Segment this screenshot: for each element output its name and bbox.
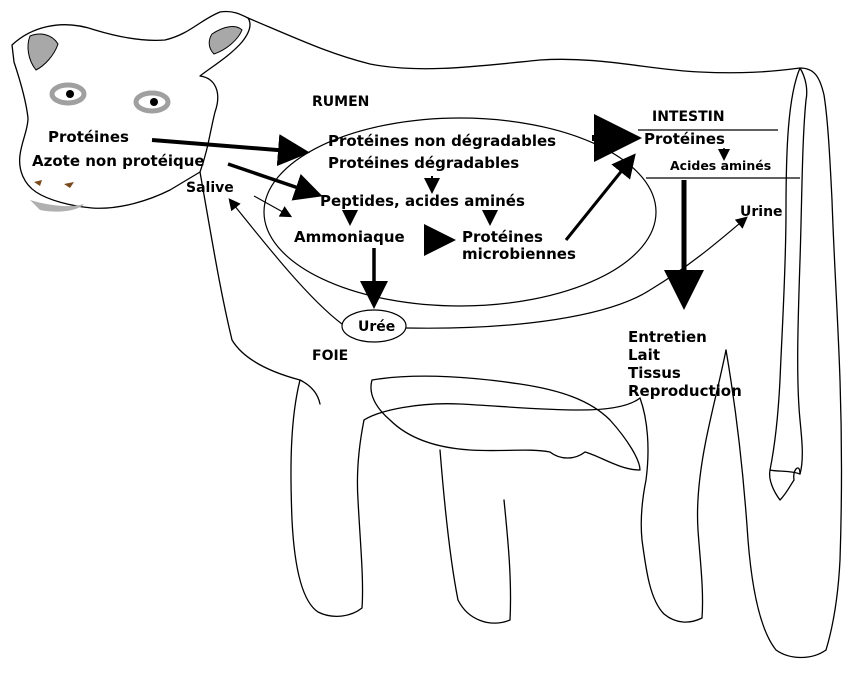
label-proteines-degradables: Protéines dégradables (328, 154, 519, 172)
label-azote-non-proteique: Azote non protéique (32, 152, 205, 170)
nostril-left (34, 180, 42, 186)
right-ear (209, 27, 242, 54)
label-acides-amines: Acides aminés (670, 158, 771, 173)
arrow-azote-to-peptides (228, 164, 316, 194)
label-proteines-microbiennes-2: microbiennes (462, 245, 576, 263)
arrow-proteines-to-rumen (152, 140, 302, 152)
arrow-salive-to-rumen (254, 196, 290, 216)
output-entretien: Entretien (628, 328, 707, 346)
arrow-uree-to-salive (230, 200, 342, 324)
label-intestin-proteines: Protéines (644, 130, 725, 148)
label-salive: Salive (186, 180, 234, 196)
output-tissus: Tissus (628, 364, 681, 382)
label-proteines-input: Protéines (48, 128, 129, 146)
arrow-microbiennes-to-intestin (566, 158, 632, 240)
left-ear (28, 34, 58, 70)
label-urine: Urine (740, 204, 783, 220)
label-rumen: RUMEN (312, 94, 369, 110)
output-reproduction: Reproduction (628, 382, 742, 400)
label-proteines-microbiennes-1: Protéines (462, 228, 543, 246)
label-uree: Urée (358, 319, 395, 335)
label-foie: FOIE (312, 348, 348, 364)
label-intestin: INTESTIN (652, 109, 725, 125)
label-peptides-acides-amines: Peptides, acides aminés (320, 192, 525, 210)
label-ammoniaque: Ammoniaque (294, 228, 405, 246)
label-proteines-non-degradables: Protéines non dégradables (328, 132, 556, 150)
output-lait: Lait (628, 346, 660, 364)
nostril-right (64, 182, 74, 188)
arrow-uree-to-urine (406, 218, 746, 328)
